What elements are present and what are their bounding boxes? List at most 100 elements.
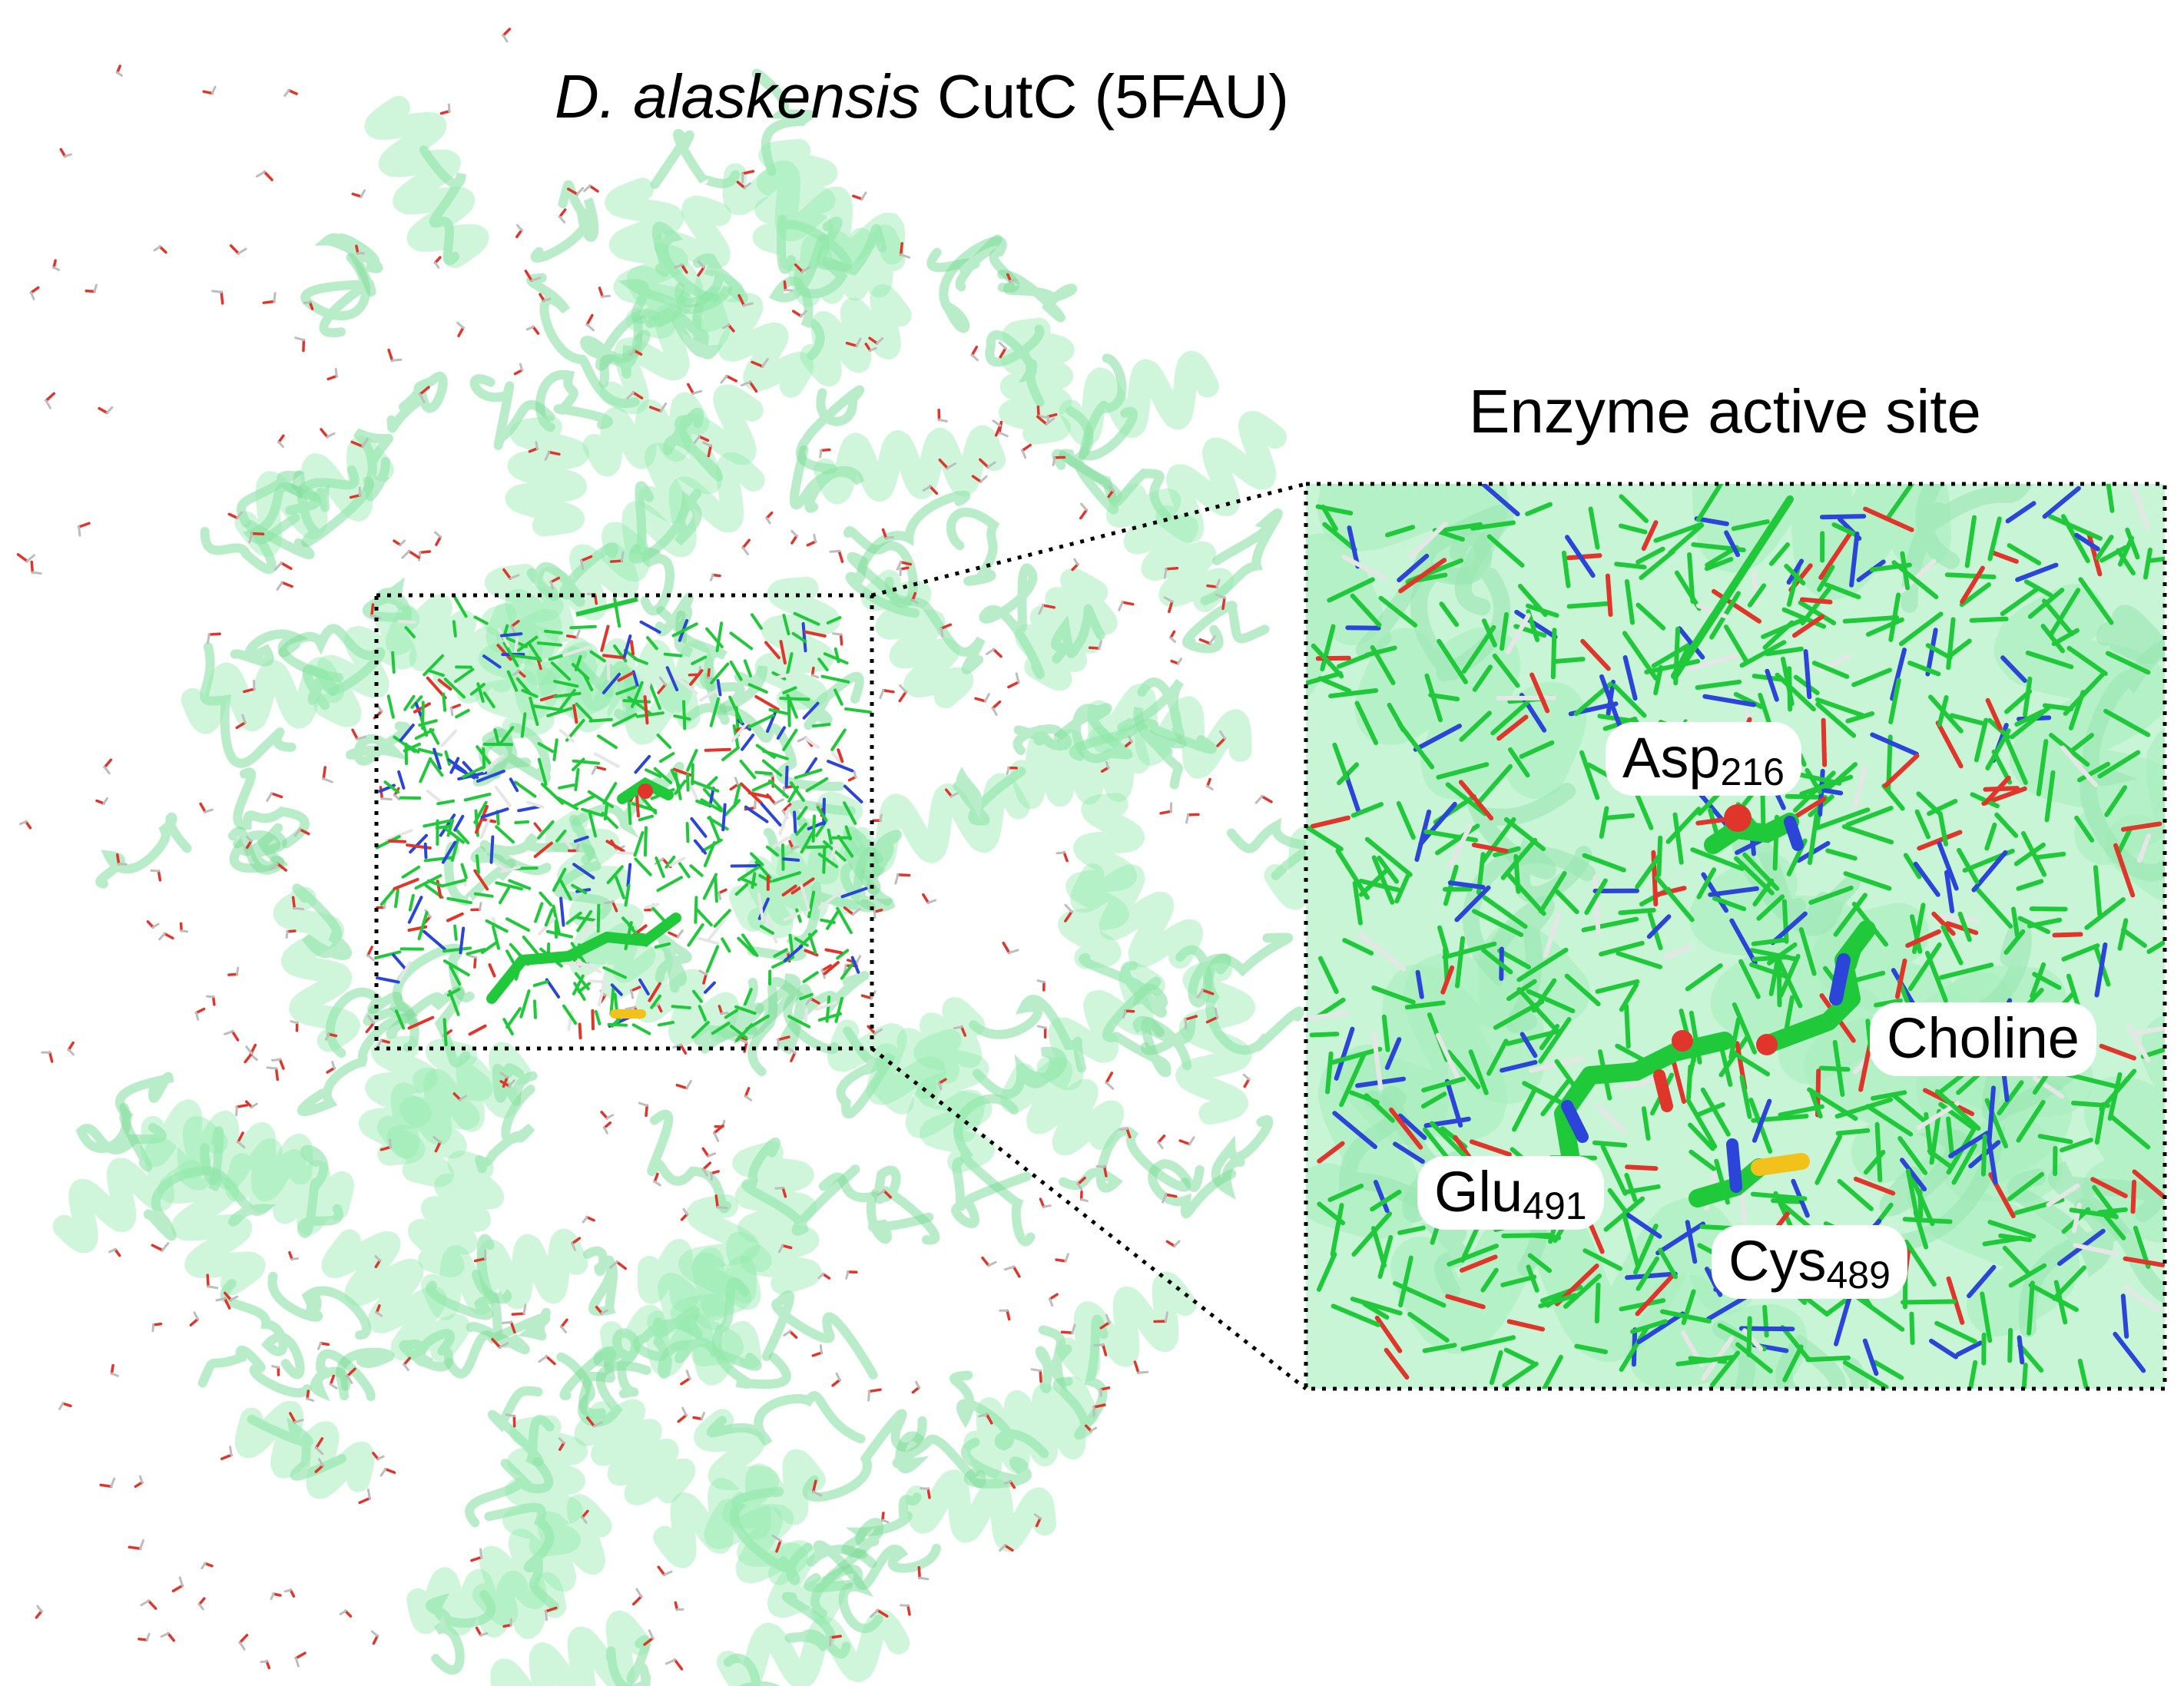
water-h-bond bbox=[306, 1397, 314, 1402]
coil-ribbon bbox=[671, 292, 724, 359]
residue-bond bbox=[750, 852, 764, 866]
water-h-bond bbox=[702, 441, 712, 448]
water-h-bond bbox=[1033, 1513, 1042, 1520]
water-oh-bond bbox=[245, 840, 253, 850]
helix-ribbon bbox=[407, 1150, 505, 1278]
residue-bond bbox=[1552, 657, 1586, 664]
residue-bond bbox=[678, 862, 691, 879]
water-h-bond bbox=[499, 1072, 509, 1079]
water-h-bond bbox=[1163, 596, 1174, 603]
water-oh-bond bbox=[1125, 740, 1133, 747]
helix-ribbon bbox=[1069, 863, 1203, 969]
residue-bond bbox=[572, 757, 585, 771]
water-h-bond bbox=[52, 266, 60, 271]
water-oh-bond bbox=[158, 245, 167, 254]
residue-bond bbox=[1900, 1158, 1927, 1192]
residue-bond bbox=[2123, 1286, 2161, 1312]
residue-bond bbox=[830, 728, 847, 751]
water-h-bond bbox=[879, 689, 885, 700]
residue-bond bbox=[591, 1009, 595, 1031]
water-h-bond bbox=[535, 441, 539, 450]
water-h-bond bbox=[1015, 672, 1020, 684]
residue-bond bbox=[1374, 1315, 1403, 1353]
water-h-bond bbox=[158, 932, 166, 941]
water-oh-bond bbox=[134, 1481, 144, 1489]
residue-bond bbox=[699, 688, 718, 702]
residue-bond bbox=[1863, 506, 1914, 532]
water-h-bond bbox=[571, 1242, 576, 1251]
water-oh-bond bbox=[280, 581, 293, 588]
residue-bond bbox=[2023, 676, 2033, 717]
residue-bond bbox=[708, 816, 721, 843]
water-oh-bond bbox=[1206, 777, 1211, 788]
residue-bond bbox=[1603, 1196, 1645, 1232]
residue-bond bbox=[2074, 532, 2100, 552]
residue-bond bbox=[1960, 565, 1985, 605]
helix-ribbon bbox=[1014, 568, 1118, 691]
residue-bond bbox=[729, 631, 754, 651]
residue-bond bbox=[1871, 1090, 1907, 1101]
water-oh-bond bbox=[560, 1318, 568, 1329]
water-h-bond bbox=[860, 191, 867, 200]
residue-bond bbox=[2113, 843, 2136, 898]
residue-bond bbox=[2052, 932, 2083, 938]
residue-bond bbox=[1948, 1131, 1990, 1158]
residue-bond bbox=[1430, 1121, 1473, 1164]
coil-ribbon bbox=[1732, 827, 1861, 936]
water-oh-bond bbox=[475, 1626, 482, 1637]
helix-ribbon bbox=[732, 1141, 822, 1295]
residue-bond bbox=[1448, 824, 1473, 868]
residue-bond bbox=[1738, 959, 1761, 999]
residue-bond bbox=[1944, 869, 1955, 914]
residue-bond bbox=[1663, 944, 1692, 960]
water-oh-bond bbox=[781, 803, 792, 813]
water-oh-bond bbox=[1198, 638, 1211, 645]
residue-bond bbox=[449, 757, 460, 774]
water-oh-bond bbox=[374, 1259, 382, 1269]
residue-bond bbox=[1946, 638, 1972, 660]
residue-bond bbox=[1350, 1297, 1403, 1316]
coil-ribbon bbox=[926, 234, 1003, 292]
residue-bond bbox=[1811, 661, 1850, 679]
water-oh-bond bbox=[286, 929, 297, 933]
residue-bond bbox=[1739, 1075, 1752, 1119]
residue-bond bbox=[1849, 532, 1860, 588]
residue-bond bbox=[1550, 628, 1557, 680]
residue-bond bbox=[2093, 865, 2103, 916]
residue-bond bbox=[830, 751, 844, 767]
water-h-bond bbox=[366, 1488, 371, 1500]
residue-bond bbox=[500, 865, 521, 873]
water-h-bond bbox=[896, 561, 903, 571]
residue-bond bbox=[581, 807, 604, 817]
residue-bond bbox=[800, 829, 816, 854]
residue-bond bbox=[473, 800, 488, 824]
water-oh-bond bbox=[383, 1467, 396, 1474]
residue-bond bbox=[514, 820, 530, 824]
coil-ribbon bbox=[730, 1486, 813, 1585]
water-oh-bond bbox=[67, 1041, 75, 1052]
residue-bond bbox=[814, 1001, 837, 1012]
residue-bond bbox=[516, 635, 539, 652]
residue-bond bbox=[692, 989, 703, 1003]
residue-bond bbox=[1624, 1172, 1638, 1203]
residue-bond bbox=[1639, 549, 1675, 581]
residue-bond bbox=[1694, 516, 1729, 526]
water-oh-bond bbox=[821, 1272, 831, 1280]
coil-ribbon bbox=[1211, 1115, 1274, 1200]
residue-bond bbox=[1968, 1360, 1978, 1389]
residue-bond bbox=[1435, 823, 1480, 856]
residue-bond bbox=[407, 1015, 435, 1030]
residue-bond bbox=[1898, 611, 1944, 647]
residue-bond bbox=[795, 908, 802, 923]
residue-bond bbox=[2109, 1114, 2151, 1150]
residue-bond bbox=[565, 911, 582, 925]
water-oh-bond bbox=[926, 1487, 931, 1499]
water-oh-bond bbox=[1261, 795, 1273, 803]
residue-bond bbox=[426, 790, 442, 803]
residue-bond bbox=[781, 843, 785, 871]
residue-bond bbox=[702, 873, 718, 900]
water-h-bond bbox=[366, 1015, 375, 1025]
coil-ribbon bbox=[552, 814, 612, 920]
water-oh-bond bbox=[289, 1412, 297, 1424]
residue-bond bbox=[747, 683, 768, 694]
